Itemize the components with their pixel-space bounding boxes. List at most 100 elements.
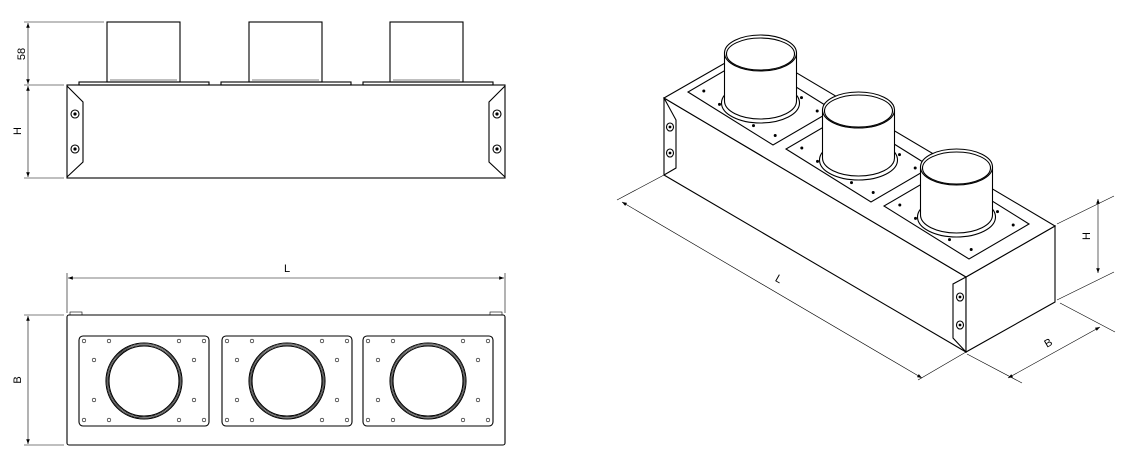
pipe-opening: [107, 344, 181, 418]
bolt-center: [73, 112, 77, 116]
bolt-hole-icon: [375, 357, 381, 363]
bolt-hole-icon: [871, 191, 875, 195]
pipe-opening: [389, 342, 467, 420]
iso-height-label: H: [1081, 232, 1093, 240]
bolt-head: [665, 148, 675, 158]
front-view: 58 H: [12, 21, 506, 179]
pipe-top-rim: [723, 34, 798, 72]
pipe-body: [919, 166, 994, 234]
bolt-hole-icon: [390, 417, 396, 423]
dimension-width: B: [12, 314, 64, 446]
bolt-hole-icon: [475, 357, 481, 363]
bolt-head: [70, 144, 80, 154]
mounting-plate: [221, 335, 353, 427]
end-flange-left: [66, 85, 84, 178]
bolt-icon: [70, 144, 80, 154]
bolt-hole-icon: [898, 203, 902, 207]
bolt-hole-icon: [815, 109, 819, 113]
width-label: B: [12, 376, 24, 383]
iso-bolts: [665, 122, 965, 330]
bolt-hole-icon: [375, 397, 381, 403]
pipe-opening: [251, 345, 323, 417]
iso-pipe-assembly: [882, 148, 1031, 260]
bolt-hole-icon: [800, 96, 803, 100]
pipe-opening: [108, 345, 180, 417]
bolt-hole-icon: [91, 397, 97, 403]
pipe-spigot: [220, 21, 352, 86]
plate-outline: [362, 335, 494, 427]
pipe-body: [106, 21, 181, 83]
bolt-head: [70, 109, 80, 119]
bolt-hole-icon: [81, 338, 87, 344]
bolt-hole-icon: [176, 338, 182, 344]
bolt-hole-icon: [191, 357, 197, 363]
iso-pipes: [686, 34, 1031, 260]
bolt-hole-icon: [224, 417, 230, 423]
pipe-opening: [249, 343, 325, 419]
bolt-hole-icon: [334, 357, 340, 363]
bolt-hole-icon: [224, 338, 230, 344]
mounting-flange: [78, 81, 210, 86]
bolt-icon: [70, 109, 80, 119]
bolt-hole-icon: [234, 397, 240, 403]
bolt-hole-icon: [460, 417, 466, 423]
pipe-opening: [105, 342, 183, 420]
bolt-hole-icon: [702, 89, 706, 93]
pipe-spigot: [362, 21, 494, 86]
iso-length-label: L: [773, 273, 784, 286]
bolt-hole-icon: [106, 417, 112, 423]
bolt-hole-icon: [91, 357, 97, 363]
bolt-hole-icon: [319, 338, 325, 344]
pipe-body: [248, 21, 323, 83]
bolt-head: [955, 292, 965, 302]
bolt-center: [495, 112, 499, 116]
bolt-center: [958, 295, 962, 299]
bolt-hole-icon: [334, 397, 340, 403]
bolt-hole-icon: [176, 417, 182, 423]
bolt-hole-icon: [201, 338, 207, 344]
bolt-hole-icon: [773, 134, 777, 138]
bolt-hole-icon: [234, 357, 240, 363]
dimension-height: H: [12, 86, 64, 179]
pipe-spigot: [78, 21, 210, 86]
isometric-view: L H B: [616, 34, 1116, 384]
bolt-icon: [492, 109, 502, 119]
bolt-head: [492, 144, 502, 154]
pipe-opening: [106, 343, 182, 419]
bolt-hole-icon: [913, 166, 917, 170]
bolt-hole-icon: [460, 338, 466, 344]
bolt-hole-icon: [249, 417, 255, 423]
pipe-inner-rim: [921, 151, 992, 185]
bolt-hole-icon: [390, 338, 396, 344]
bolt-icon: [955, 320, 965, 330]
bolt-icon: [492, 144, 502, 154]
bolt-center: [958, 323, 962, 327]
pipe-body: [389, 21, 464, 83]
end-flange-right: [952, 276, 967, 353]
bolt-hole-icon: [850, 181, 853, 185]
pipe-inner-rim: [725, 37, 796, 71]
bolt-head: [955, 320, 965, 330]
corner-tab: [489, 311, 503, 316]
bolt-center: [668, 151, 672, 155]
top-view: L B: [12, 263, 506, 446]
pipe-opening: [390, 343, 466, 419]
bolt-head: [492, 109, 502, 119]
dimension-length-iso: L: [616, 174, 967, 381]
end-flange-left: [663, 97, 677, 176]
bolt-hole-icon: [249, 338, 255, 344]
bolt-hole-icon: [718, 102, 721, 106]
bolt-icon: [955, 292, 965, 302]
bolt-hole-icon: [191, 397, 197, 403]
bolt-hole-icon: [365, 417, 371, 423]
bolt-hole-icon: [948, 238, 951, 242]
iso-pipe-assembly: [784, 91, 933, 203]
bolt-hole-icon: [485, 417, 491, 423]
bolt-hole-icon: [816, 159, 819, 163]
iso-width-label: B: [1042, 336, 1054, 350]
bolt-hole-icon: [475, 397, 481, 403]
plate-outline: [221, 335, 353, 427]
box-top: [66, 314, 506, 446]
bolt-hole-icon: [344, 417, 350, 423]
